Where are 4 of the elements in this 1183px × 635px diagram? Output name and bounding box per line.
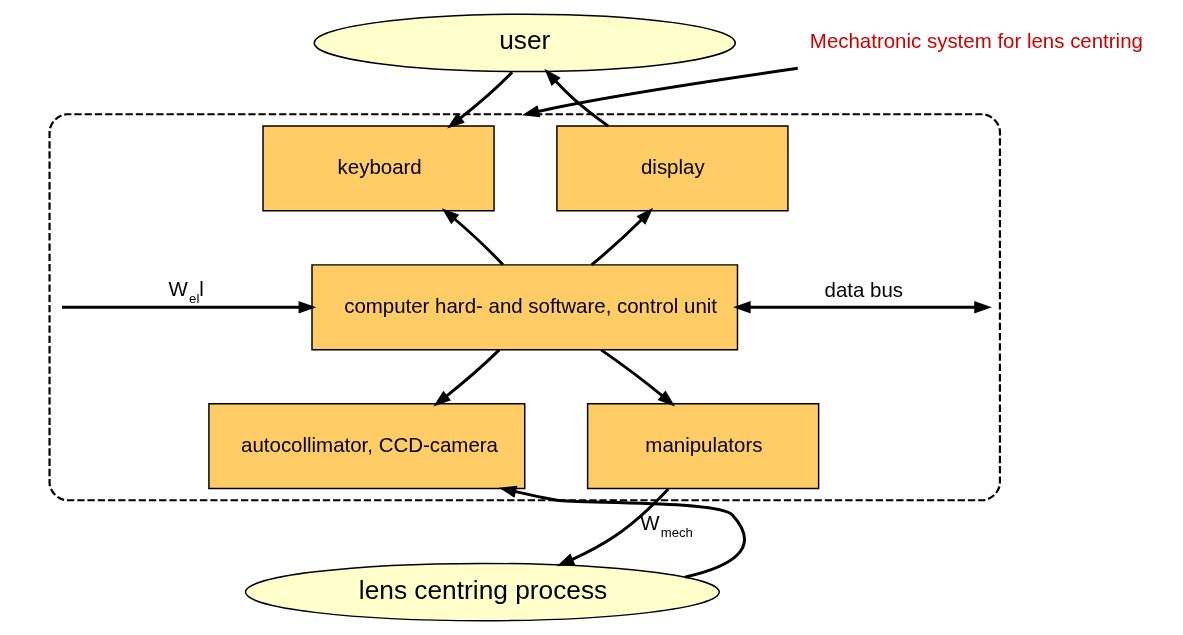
edge-label: W$_{mech}$	[639, 510, 693, 541]
edge-label: W$_{el}$l	[168, 276, 204, 307]
edge-label: data bus	[824, 278, 903, 302]
node-text: Mechatronic system for lens centring	[809, 29, 1143, 53]
